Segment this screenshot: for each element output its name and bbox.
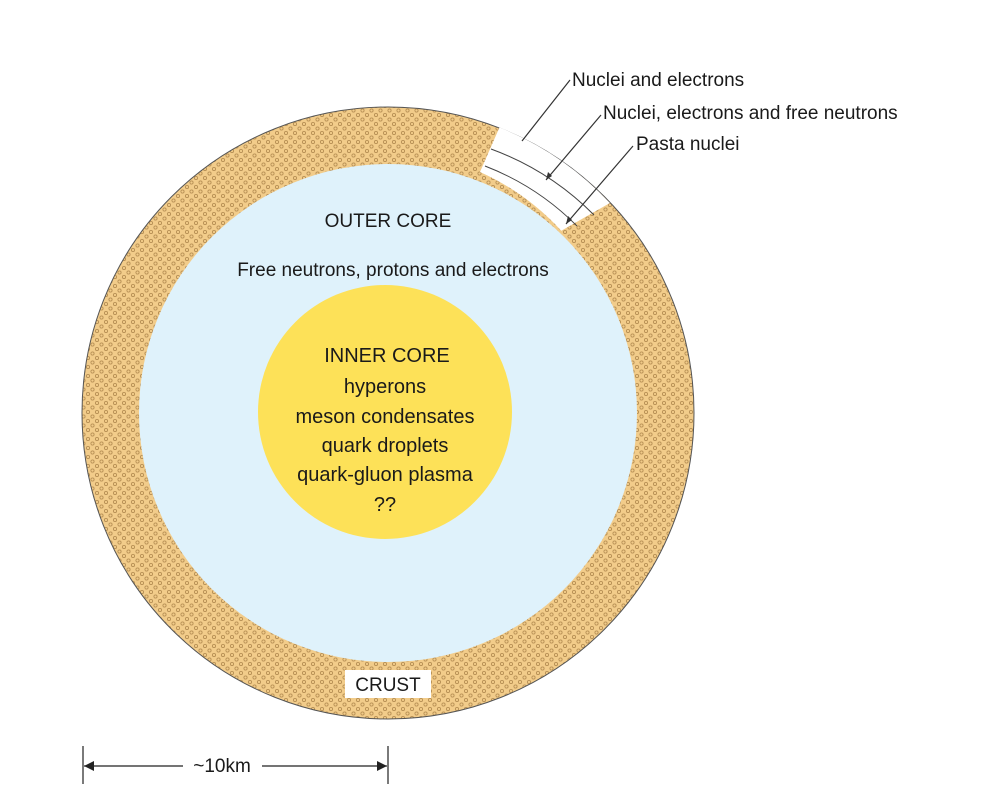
inner-core-item: quark-gluon plasma — [297, 464, 474, 486]
inner-core-item: meson condensates — [295, 406, 474, 428]
leader-arrow-3 — [566, 216, 572, 224]
crust-label: CRUST — [355, 675, 421, 696]
inner-core — [258, 285, 512, 539]
outer-core-title: OUTER CORE — [325, 211, 452, 232]
inner-core-item: hyperons — [344, 376, 426, 398]
inner-core-item: quark droplets — [322, 435, 449, 457]
leader-line-1 — [521, 79, 571, 142]
leader-arrow-2 — [546, 172, 552, 180]
leader-line-2 — [545, 114, 602, 181]
scale-arrow-left — [84, 761, 94, 771]
label-pasta-nuclei: Pasta nuclei — [636, 134, 740, 155]
inner-core-title: INNER CORE — [324, 345, 450, 367]
sublayer-boundary-1 — [490, 148, 595, 216]
scale-label: ~10km — [193, 756, 251, 777]
inner-core-item: ?? — [374, 494, 396, 516]
crust-sublayers-cutaway — [480, 127, 610, 231]
outer-core-content: Free neutrons, protons and electrons — [237, 260, 549, 281]
label-nuclei-electrons: Nuclei and electrons — [572, 70, 744, 91]
leader-line-3 — [565, 145, 634, 225]
scale-arrow-right — [377, 761, 387, 771]
label-nuclei-electrons-free-neutrons: Nuclei, electrons and free neutrons — [603, 103, 898, 124]
crust-label-box — [345, 670, 431, 698]
